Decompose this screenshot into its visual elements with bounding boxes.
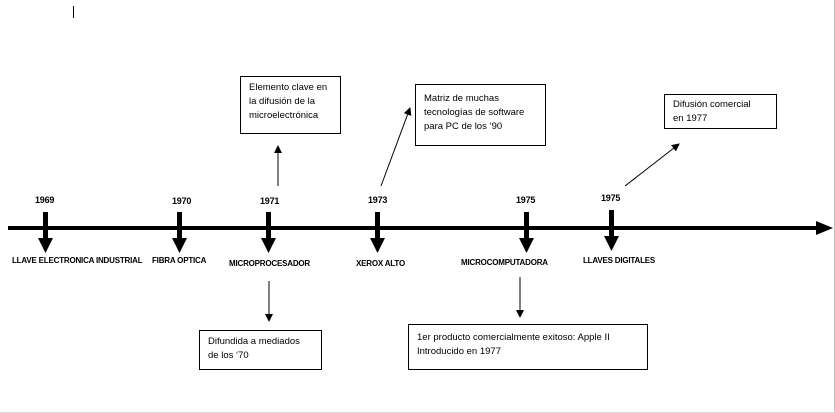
label-microprocesador: MICROPROCESADOR: [229, 259, 311, 268]
year-1973: 1973: [368, 195, 388, 205]
note-microcomputadora: 1er producto comercialmente exitoso: App…: [408, 324, 648, 370]
year-1970: 1970: [172, 196, 192, 206]
year-1969: 1969: [35, 195, 55, 205]
note-microprocesador-top: Elemento clave en la difusión de la micr…: [240, 76, 341, 134]
connector-arrow-xerox-alto: [380, 107, 412, 187]
label-llaves-digitales: LLAVES DIGITALES: [583, 256, 656, 265]
label-llave-electronica: LLAVE ELECTRONICA INDUSTRIAL: [12, 256, 143, 265]
event-marker-1970: [172, 212, 187, 253]
label-xerox-alto: XEROX ALTO: [356, 259, 405, 268]
timeline-axis: [8, 221, 833, 235]
connector-arrow-llaves-digitales: [624, 143, 680, 187]
text-cursor: [73, 6, 74, 18]
label-fibra-optica: FIBRA OPTICA: [152, 256, 207, 265]
event-marker-1971: [261, 212, 276, 253]
year-1975-microcomputadora: 1975: [516, 195, 536, 205]
note-microprocesador-bottom: Difundida a mediados de los ‘70: [199, 330, 322, 370]
year-1971: 1971: [260, 196, 280, 206]
event-marker-1975-llaves: [604, 210, 619, 251]
event-marker-1975-microcomputadora: [519, 212, 534, 253]
note-xerox-alto: Matriz de muchas tecnologías de software…: [415, 84, 546, 146]
year-1975-llaves: 1975: [601, 193, 621, 203]
event-marker-1973: [370, 212, 385, 253]
note-llaves-digitales: Difusión comercial en 1977: [664, 94, 777, 129]
event-marker-1969: [38, 212, 53, 253]
label-microcomputadora: MICROCOMPUTADORA: [461, 258, 548, 267]
